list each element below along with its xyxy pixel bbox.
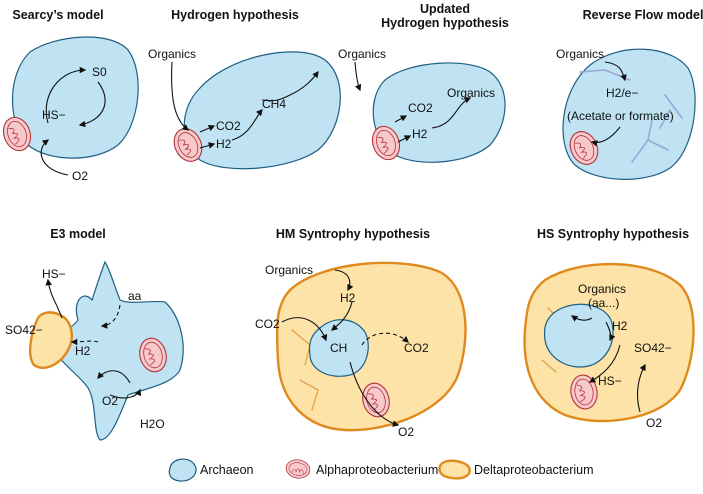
arrow — [605, 321, 616, 342]
panel-title: Reverse Flow model — [583, 8, 703, 22]
filament — [631, 119, 669, 163]
label-o2: O2 — [646, 416, 662, 430]
legend-alpha-swatch — [284, 457, 312, 481]
panel-title: Searcy’s model — [12, 8, 103, 22]
label-s0: S0 — [92, 65, 107, 79]
label-o2: O2 — [72, 169, 88, 183]
label-h2: H2 — [216, 137, 232, 151]
arrow — [604, 61, 627, 82]
arrow — [40, 139, 69, 176]
label-h2: H2 — [340, 291, 356, 305]
label-aa: aa — [128, 289, 142, 303]
label-co2: CO2 — [408, 101, 433, 115]
label-co2: CO2 — [216, 119, 241, 133]
filament — [659, 94, 683, 129]
label-organics: Organics — [338, 47, 386, 61]
label-hs: HS− — [598, 374, 622, 388]
arrow — [394, 115, 408, 123]
label-organics-product: Organics — [447, 86, 495, 100]
label-so4: SO42− — [634, 341, 672, 355]
arrow — [431, 97, 472, 129]
arrow — [397, 135, 412, 143]
arrow — [570, 315, 593, 322]
dashed-arrow — [100, 304, 121, 329]
arrow — [109, 388, 142, 399]
panel-hm-syntrophy-hypothesis: HM Syntrophy hypothesis Organics H2 CO2 … — [255, 227, 467, 439]
label-h2: H2 — [412, 127, 428, 141]
label-o2: O2 — [398, 425, 414, 439]
label-h2o: H2O — [140, 417, 165, 431]
label-co2-right: CO2 — [404, 341, 429, 355]
panel-title-line1: Updated — [420, 2, 470, 16]
legend: Archaeon Alphaproteobacterium Deltaprote… — [168, 457, 594, 482]
panel-searcy-model: Searcy’s model HS− S0 O2 — [0, 8, 139, 183]
legend-archaeon-swatch — [168, 458, 197, 482]
legend-alpha-label: Alphaproteobacterium — [316, 463, 438, 477]
deltaproteobacterium — [28, 311, 74, 369]
label-co2-left: CO2 — [255, 317, 280, 331]
dashed-arrow — [70, 338, 99, 346]
label-hs: HS− — [42, 267, 66, 281]
panel-reverse-flow-model: Reverse Flow model Organics H2/e− (Aceta… — [556, 8, 703, 180]
arrow — [45, 278, 63, 319]
label-so4: SO42− — [5, 323, 43, 337]
arrow — [334, 269, 354, 292]
arrow — [78, 81, 106, 128]
arrow — [261, 70, 319, 102]
panel-title: HS Syntrophy hypothesis — [537, 227, 689, 241]
label-ch: CH — [330, 341, 347, 355]
panel-title-line2: Hydrogen hypothesis — [381, 16, 509, 30]
arrow — [330, 301, 353, 331]
arrow — [354, 61, 362, 92]
label-h2: H2 — [75, 344, 91, 358]
label-aa: (aa...) — [588, 296, 619, 310]
label-h2: H2 — [612, 319, 628, 333]
dashed-arrow — [361, 332, 409, 346]
arrow — [97, 370, 131, 384]
panel-hydrogen-hypothesis: Hydrogen hypothesis Organics CO2 CH4 H2 — [148, 8, 341, 170]
arrow — [281, 317, 328, 342]
arrow — [349, 361, 400, 427]
arrow — [636, 363, 646, 413]
label-organics: Organics — [556, 47, 604, 61]
label-organics: Organics — [148, 47, 196, 61]
archaeon-cell — [543, 303, 614, 368]
arrow — [231, 109, 263, 141]
arrow — [590, 126, 621, 147]
panel-hs-syntrophy-hypothesis: HS Syntrophy hypothesis Organics (aa...)… — [523, 227, 695, 430]
arrow — [199, 142, 216, 149]
legend-delta-swatch — [438, 459, 471, 480]
legend-delta-label: Deltaproteobacterium — [474, 463, 594, 477]
label-organics: Organics — [578, 282, 626, 296]
arrow — [171, 61, 190, 131]
archaeon-cell — [53, 260, 184, 441]
legend-archaeon-label: Archaeon — [200, 463, 254, 477]
deltaproteobacterium-host — [275, 261, 467, 432]
arrow — [588, 344, 621, 383]
label-h2-e: H2/e− — [606, 86, 638, 100]
label-organics: Organics — [265, 263, 313, 277]
label-hs: HS− — [42, 108, 66, 122]
panel-e3-model: E3 model HS− aa SO42− H2 O2 H2O — [5, 227, 184, 441]
label-acetate-or-formate: (Acetate or formate) — [567, 109, 674, 123]
panel-title: E3 model — [50, 227, 106, 241]
panel-title: Hydrogen hypothesis — [171, 8, 299, 22]
arrow — [199, 125, 216, 133]
panel-title: HM Syntrophy hypothesis — [276, 227, 430, 241]
arrow — [45, 66, 87, 124]
label-ch4: CH4 — [262, 97, 286, 111]
label-o2: O2 — [102, 394, 118, 408]
archaeon-cell — [12, 36, 139, 159]
panel-updated-hydrogen-hypothesis: Updated Hydrogen hypothesis Organics CO2… — [338, 2, 509, 164]
